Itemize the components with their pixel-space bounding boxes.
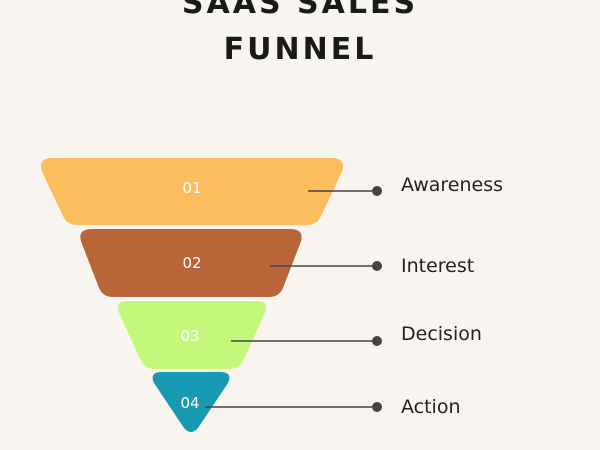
stage-number-1: 01 — [182, 179, 201, 197]
funnel-segment-2 — [80, 229, 302, 297]
funnel-stage-1: 01 — [40, 158, 382, 225]
title-line-1: SAAS SALES — [181, 0, 419, 21]
stage-label-interest: Interest — [401, 255, 475, 277]
funnel-stage-2: 02 — [80, 229, 382, 297]
title-line-2: FUNNEL — [223, 32, 377, 67]
connector-dot-4 — [372, 402, 382, 412]
funnel-segment-1 — [40, 158, 344, 225]
stage-number-4: 04 — [180, 394, 199, 412]
funnel-segment-4 — [152, 372, 230, 432]
stage-label-decision: Decision — [401, 323, 482, 345]
funnel-stage-3: 03 — [117, 301, 382, 369]
stage-label-action: Action — [401, 396, 461, 418]
stage-label-awareness: Awareness — [401, 174, 504, 196]
connector-dot-3 — [372, 336, 382, 346]
funnel-stage-4: 04 — [152, 372, 382, 432]
stage-number-3: 03 — [180, 327, 199, 345]
connector-dot-1 — [372, 186, 382, 196]
stage-number-2: 02 — [182, 254, 201, 272]
connector-dot-2 — [372, 261, 382, 271]
funnel-segment-3 — [117, 301, 267, 369]
